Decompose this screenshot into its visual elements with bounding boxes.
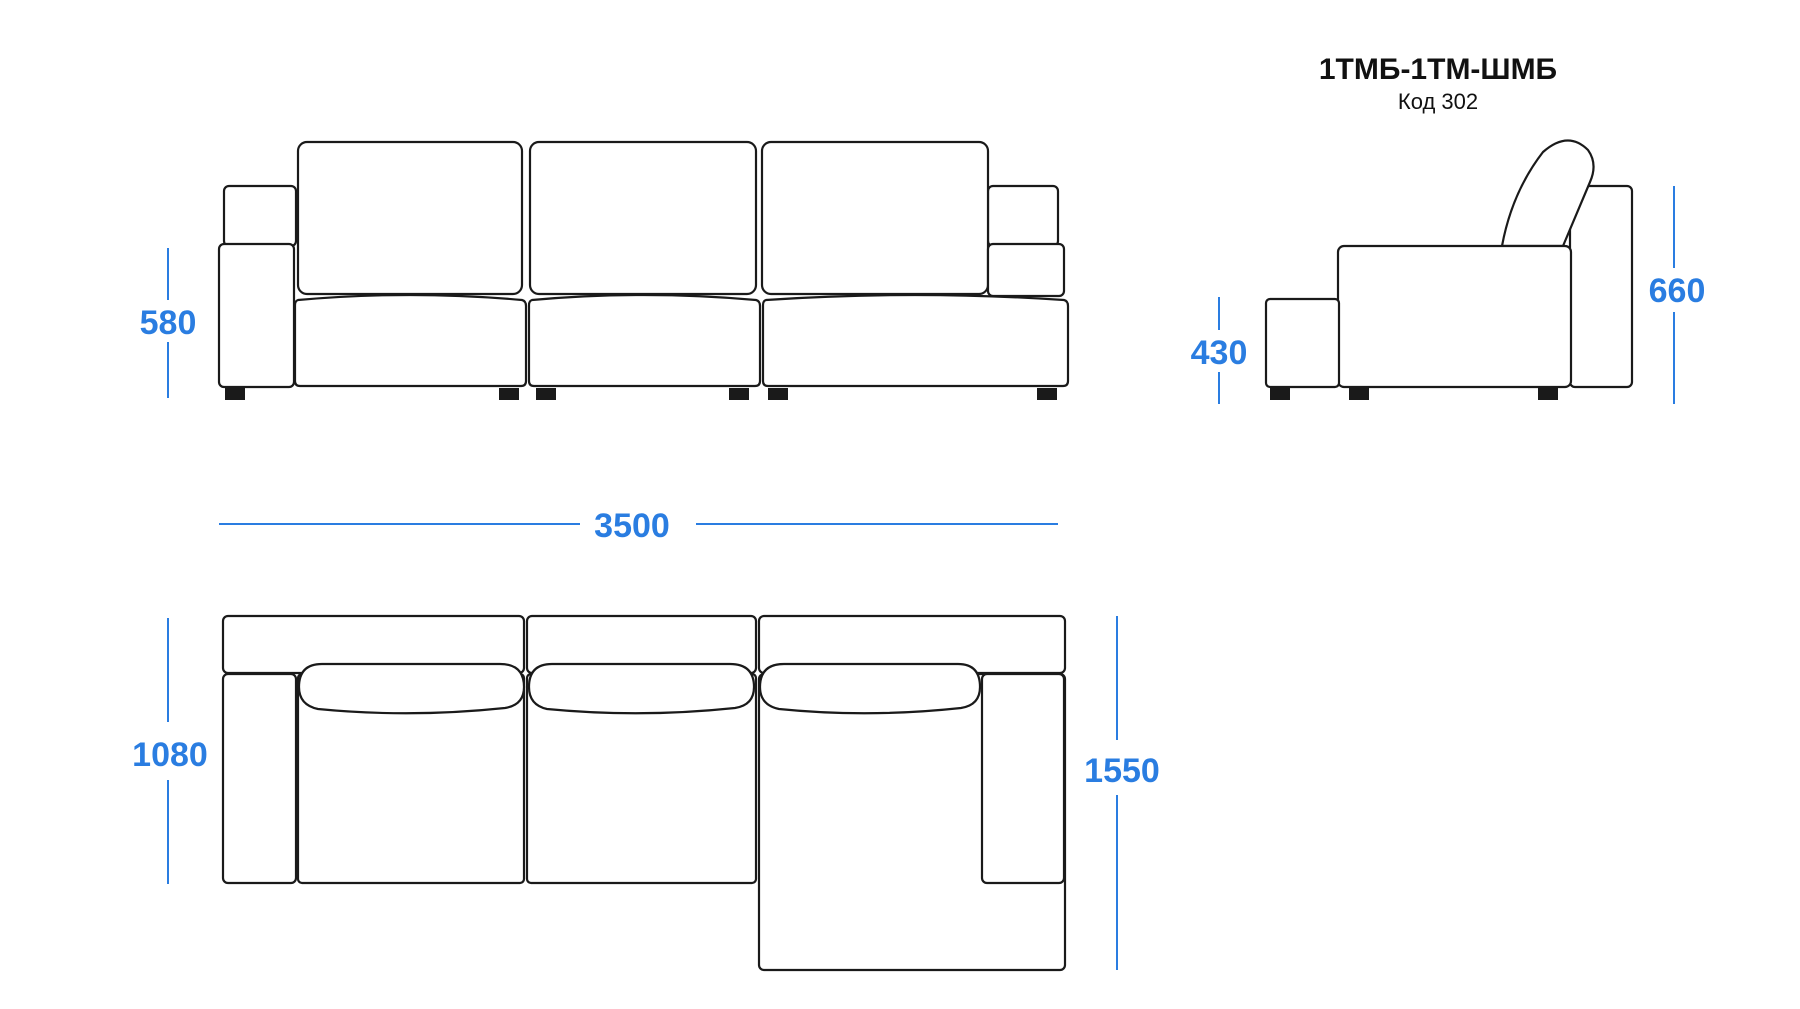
side-head-cushion	[1500, 139, 1595, 248]
side-back-arm	[1568, 184, 1634, 389]
side-seat-block	[1336, 244, 1573, 389]
plan-pillow-3	[758, 662, 982, 715]
front-seat-2	[527, 293, 762, 388]
dimension-lines: 580 3500 430 660 1080 1550	[132, 186, 1705, 970]
front-right-arm-back	[986, 184, 1060, 248]
dim-plan-chaise-depth: 1550	[1084, 752, 1160, 790]
side-view	[1264, 139, 1634, 400]
front-right-arm-top	[986, 242, 1066, 298]
front-foot-1	[225, 388, 245, 400]
front-back-cushion-2	[528, 140, 758, 296]
plan-left-armrest	[221, 672, 298, 885]
front-seat-3	[761, 293, 1070, 388]
dim-total-width: 3500	[594, 507, 670, 545]
front-foot-2	[499, 388, 519, 400]
front-left-armrest	[217, 242, 296, 389]
dim-plan-depth: 1080	[132, 736, 208, 774]
model-code: Код 302	[1398, 89, 1478, 114]
front-foot-6	[1037, 388, 1057, 400]
front-foot-3	[536, 388, 556, 400]
front-foot-4	[729, 388, 749, 400]
dim-side-seat-height: 430	[1191, 334, 1248, 372]
front-foot-5	[768, 388, 788, 400]
plan-pillow-1	[297, 662, 526, 715]
front-view	[217, 140, 1070, 400]
side-ottoman	[1264, 297, 1341, 389]
plan-pillow-2	[527, 662, 756, 715]
front-back-cushion-3	[760, 140, 990, 296]
side-foot-3	[1538, 388, 1558, 400]
front-left-arm-back	[222, 184, 298, 248]
front-seat-1	[293, 293, 528, 388]
side-foot-2	[1349, 388, 1369, 400]
plan-view	[221, 614, 1067, 972]
plan-right-armrest	[980, 672, 1066, 885]
side-foot-1	[1270, 388, 1290, 400]
dim-side-height: 660	[1649, 272, 1706, 310]
front-back-cushion-1	[296, 140, 524, 296]
model-name: 1ТМБ-1ТМ-ШМБ	[1319, 53, 1557, 86]
dim-front-height: 580	[140, 304, 197, 342]
